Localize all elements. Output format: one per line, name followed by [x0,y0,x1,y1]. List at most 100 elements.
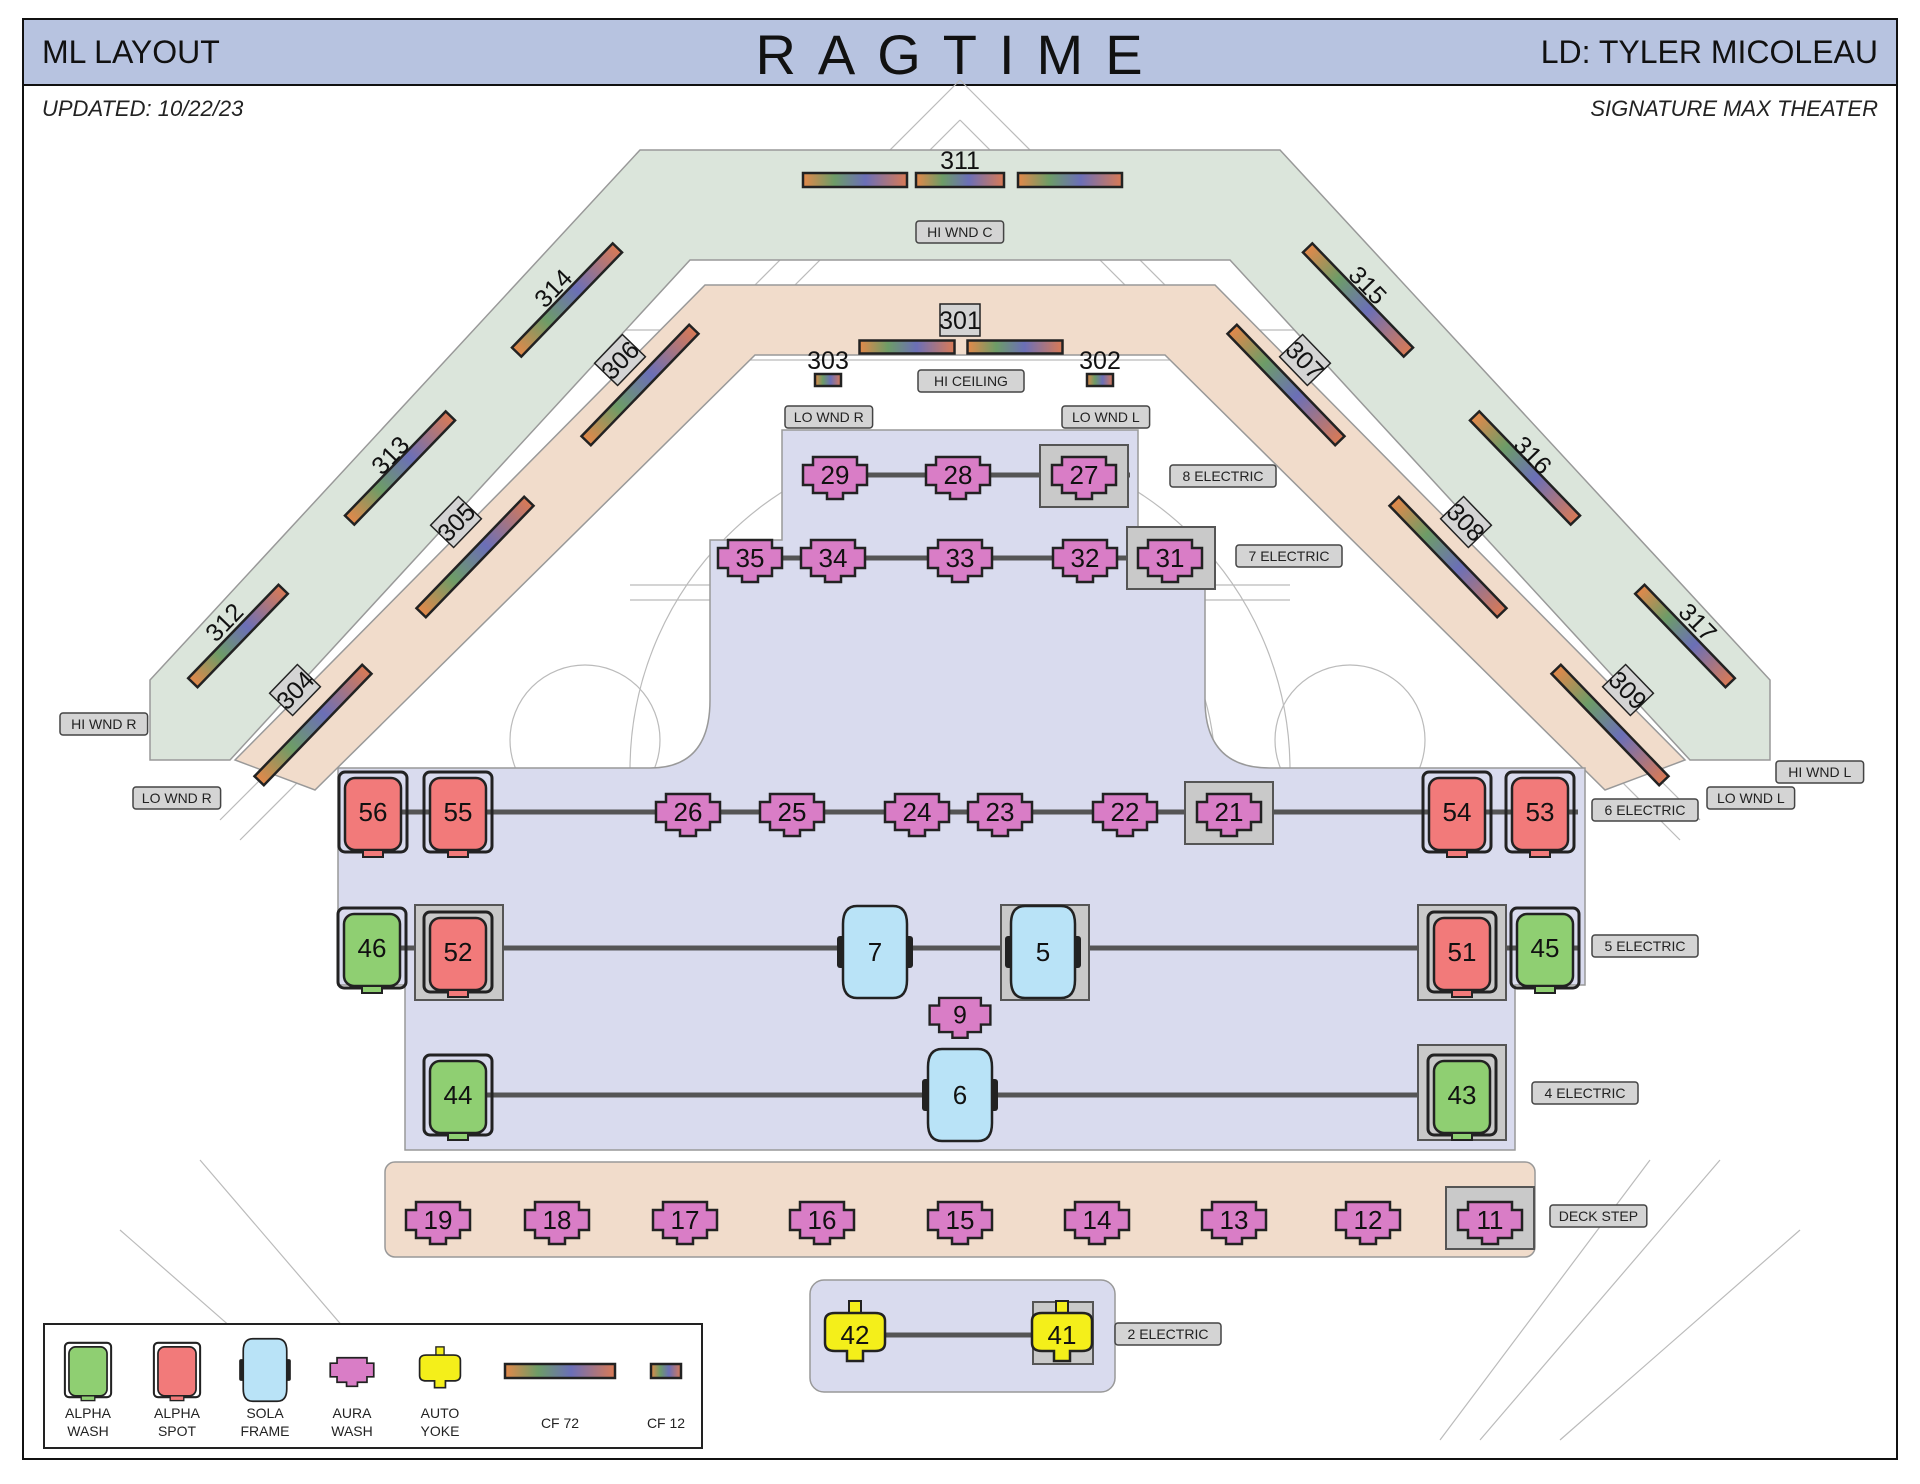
legend-item-cf72: CF 72 [503,1362,617,1431]
fixture-51: 51 [1426,910,1498,998]
fixture-17: 17 [651,1200,719,1246]
position-label-lo-wnd-l: LO WND L [1706,786,1796,810]
position-label-hi-wnd-c: HI WND C [915,220,1005,244]
fixture-label: 19 [424,1205,453,1235]
svg-text:AURA: AURA [333,1405,373,1421]
fixture-33: 33 [926,538,994,584]
svg-text:HI WND C: HI WND C [927,224,992,240]
fixture-label: 43 [1448,1080,1477,1110]
fixture-56: 56 [337,770,409,858]
fixture-label: 26 [674,797,703,827]
svg-text:CF 72: CF 72 [541,1415,579,1431]
svg-text:HI WND R: HI WND R [71,716,136,732]
svg-text:WASH: WASH [331,1423,372,1439]
fixture-53: 53 [1504,770,1576,858]
fixture-label: 33 [946,543,975,573]
show-title: RAGTIME [755,23,1165,86]
fixture-label: 6 [953,1080,967,1110]
position-label-e8: 8 ELECTRIC [1169,464,1277,488]
fixture-label: 9 [953,1003,967,1030]
fixture-label: 54 [1443,797,1472,827]
fixture-18: 18 [523,1200,591,1246]
position-label-e6: 6 ELECTRIC [1591,798,1699,822]
cyc-unit-311: 311 [940,147,980,175]
fixture-25: 25 [758,792,826,838]
fixture-label: 16 [808,1205,837,1235]
svg-text:2 ELECTRIC: 2 ELECTRIC [1128,1326,1209,1342]
svg-text:7 ELECTRIC: 7 ELECTRIC [1249,548,1330,564]
designer-label: LD: TYLER MICOLEAU [1540,34,1878,70]
svg-text:4 ELECTRIC: 4 ELECTRIC [1545,1085,1626,1101]
svg-text:6 ELECTRIC: 6 ELECTRIC [1605,802,1686,818]
fixture-16: 16 [788,1200,856,1246]
fixture-46: 46 [336,906,408,994]
legend-item-aura: AURA WASH [329,1356,375,1439]
fixture-13: 13 [1200,1200,1268,1246]
fixture-55: 55 [422,770,494,858]
fixture-label: 44 [444,1080,473,1110]
stage-area [337,429,1586,1151]
svg-text:SPOT: SPOT [158,1423,197,1439]
position-labels: HI WND C HI CEILING LO WND R LO WND L HI WND… [59,220,1865,1346]
svg-text:LO WND R: LO WND R [794,409,864,425]
position-label-e2: 2 ELECTRIC [1114,1322,1222,1346]
position-label-deck: DECK STEP [1549,1204,1648,1228]
fixture-label: 27 [1070,460,1099,490]
fixture-label: 7 [868,937,882,967]
fixture-41: 41 [1030,1300,1094,1363]
fixture-52: 52 [422,910,494,998]
fixture-11: 11 [1456,1200,1524,1246]
fixture-label: 18 [543,1205,572,1235]
fixture-34: 34 [799,538,867,584]
fixture-label: 53 [1526,797,1555,827]
svg-text:ALPHA: ALPHA [154,1405,201,1421]
fixture-label: 5 [1036,937,1050,967]
fixture-5: 5 [1005,904,1081,1000]
fixture-label: 17 [671,1205,700,1235]
position-label-hi-ceiling: HI CEILING [917,369,1025,393]
fixture-44: 44 [422,1053,494,1141]
updated-date: UPDATED: 10/22/23 [42,96,244,121]
fixture-label: 13 [1220,1205,1249,1235]
fixture-12: 12 [1334,1200,1402,1246]
legend-item-spot: ALPHA SPOT [152,1341,202,1439]
layout-label: ML LAYOUT [42,34,220,70]
fixture-label: 12 [1354,1205,1383,1235]
fixture-22: 22 [1091,792,1159,838]
cyc-unit-302: 302 [1079,347,1121,375]
svg-text:LO WND R: LO WND R [142,790,212,806]
fixture-19: 19 [404,1200,472,1246]
fixture-label: 46 [358,933,387,963]
fixture-label: 29 [821,460,850,490]
fixture-label: 14 [1083,1205,1112,1235]
fixture-label: 32 [1071,543,1100,573]
fixture-label: 22 [1111,797,1140,827]
fixture-35: 35 [716,538,784,584]
fixture-label: 15 [946,1205,975,1235]
legend-item-cf12: CF 12 [647,1362,685,1431]
position-label-hi-wnd-l: HI WND L [1775,760,1865,784]
fixture-label: 28 [944,460,973,490]
svg-text:HI WND L: HI WND L [1788,764,1851,780]
fixture-label: 31 [1156,543,1185,573]
fixture-label: 42 [841,1320,870,1350]
position-label-e4: 4 ELECTRIC [1531,1081,1639,1105]
svg-text:YOKE: YOKE [421,1423,460,1439]
fixture-9: 9 [928,996,992,1039]
title-bar: ML LAYOUT RAGTIME LD: TYLER MICOLEAU [24,20,1896,86]
fixture-45: 45 [1509,906,1581,994]
svg-text:LO WND L: LO WND L [1072,409,1140,425]
svg-text:311: 311 [940,147,980,175]
position-label-lo-wnd-r-top: LO WND R [784,405,874,429]
svg-text:AUTO: AUTO [421,1405,460,1421]
svg-text:HI CEILING: HI CEILING [934,373,1008,389]
fixture-label: 41 [1048,1320,1077,1350]
fixture-label: 52 [444,937,473,967]
fixture-32: 32 [1051,538,1119,584]
fixture-label: 34 [819,543,848,573]
fixture-54: 54 [1421,770,1493,858]
